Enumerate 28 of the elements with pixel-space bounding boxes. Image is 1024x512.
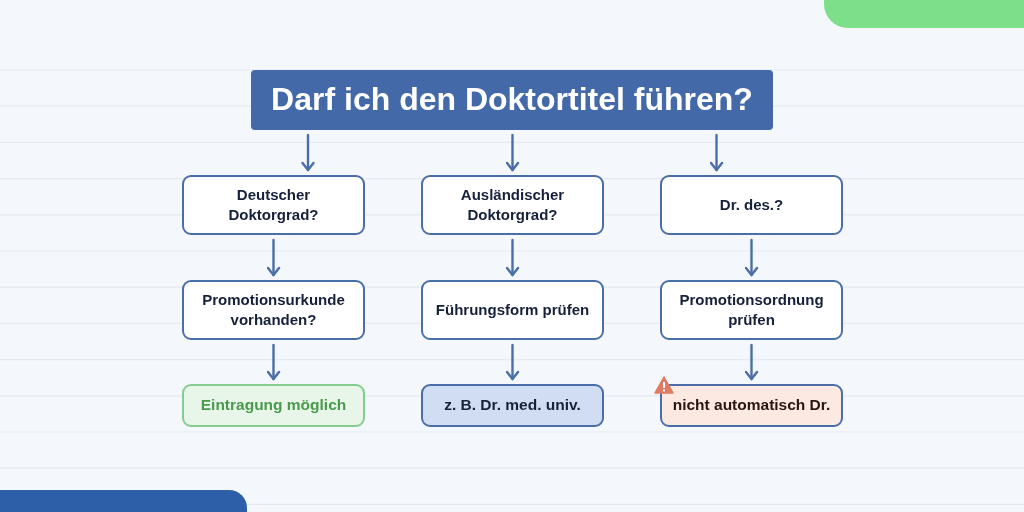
question-box (660, 175, 843, 235)
result-box (421, 384, 604, 427)
heading-text: Darf ich den Doktortitel führen? (271, 80, 753, 120)
step-text: Promotionsordnung prüfen (678, 289, 825, 330)
step-box (421, 280, 604, 340)
result-text: Eintragung möglich (200, 395, 347, 416)
arrow (266, 343, 281, 381)
result-text: z. B. Dr. med. univ. (444, 395, 581, 416)
question-text: Dr. des.? (719, 194, 784, 215)
question-text: Deutscher Doktorgrad? (227, 184, 320, 225)
question-box (182, 175, 365, 235)
heading-box (251, 70, 773, 130)
step-box (182, 280, 365, 340)
arrow (505, 133, 520, 172)
arrow (744, 343, 759, 381)
arrow (266, 238, 281, 277)
step-text: Promotionsurkunde vorhanden? (201, 289, 346, 330)
arrow (744, 238, 759, 277)
arrow (505, 238, 520, 277)
step-text: Führungsform prüfen (435, 299, 590, 320)
result-box (182, 384, 365, 427)
result-text: nicht automatisch Dr. (672, 395, 831, 416)
question-text: Ausländischer Doktorgrad? (459, 184, 566, 225)
arrow (505, 343, 520, 381)
arrow (301, 133, 315, 172)
arrow (709, 133, 724, 172)
step-box (660, 280, 843, 340)
question-box (421, 175, 604, 235)
